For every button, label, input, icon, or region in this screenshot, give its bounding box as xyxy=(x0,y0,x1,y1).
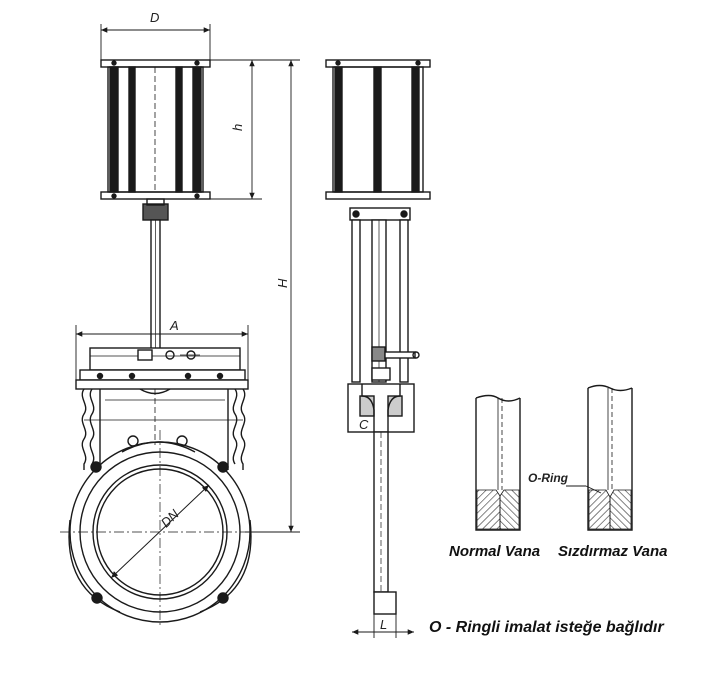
dim-label-o-ring: O-Ring xyxy=(528,471,569,485)
side-dimensions xyxy=(352,614,414,638)
front-actuator-cylinder xyxy=(100,59,211,200)
front-view xyxy=(60,59,260,625)
dim-label-h-total: H xyxy=(275,278,290,288)
dim-label-d: D xyxy=(150,10,159,25)
caption-sizdirmaz-vana: Sızdırmaz Vana xyxy=(558,543,668,560)
front-dimensions xyxy=(75,24,300,533)
dim-label-a: A xyxy=(169,318,179,333)
side-valve-body xyxy=(347,383,415,615)
seat-detail-normal xyxy=(475,394,521,531)
seat-detail-sizdirmaz xyxy=(566,384,633,531)
dim-label-h-small: h xyxy=(230,124,245,131)
dim-label-dn: DN xyxy=(158,506,182,530)
caption-normal-vana: Normal Vana xyxy=(449,543,541,560)
front-flange xyxy=(60,430,260,625)
note-o-ring-optional: O - Ringli imalat isteğe bağlıdır xyxy=(429,619,664,636)
dn-dimension-line xyxy=(110,484,210,579)
front-valve-body xyxy=(81,388,246,470)
side-view xyxy=(325,59,431,615)
side-actuator-cylinder xyxy=(325,59,431,200)
dim-label-c: C xyxy=(359,417,369,432)
dim-label-l: L xyxy=(380,617,387,632)
side-yoke xyxy=(349,207,420,383)
front-bonnet xyxy=(75,347,249,395)
